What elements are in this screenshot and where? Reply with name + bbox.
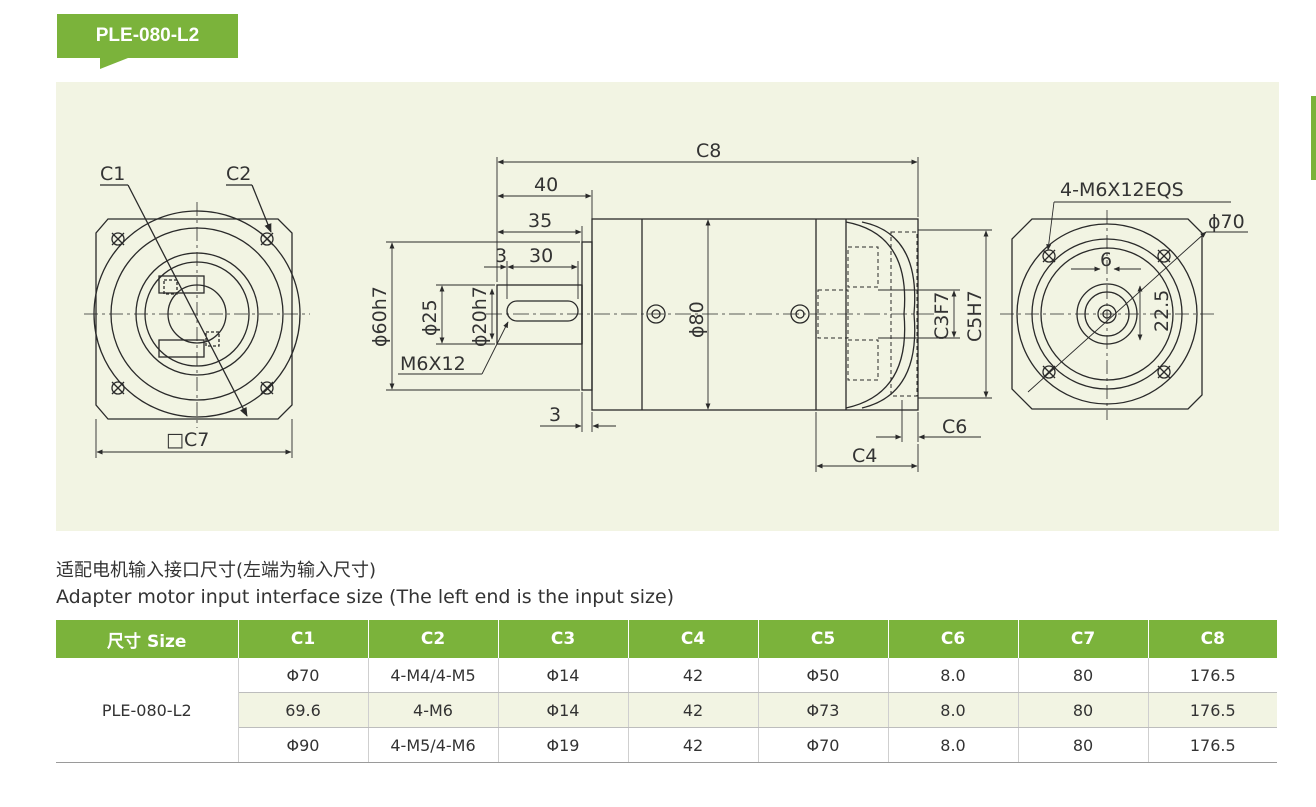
- left-end-view: [84, 184, 310, 458]
- cell-c2: 4-M6: [368, 692, 499, 728]
- label-6: 6: [1100, 249, 1112, 271]
- header-c7: C7: [1018, 620, 1149, 658]
- label-3-upper: 3: [495, 245, 507, 267]
- label-40: 40: [534, 174, 558, 196]
- cell-c1: Φ90: [238, 727, 369, 763]
- page-edge-marker: [1311, 96, 1316, 180]
- table-row: PLE-080-L2 Φ70 4-M4/4-M5 Φ14 42 Φ50 8.0 …: [56, 658, 1277, 763]
- label-30: 30: [529, 245, 553, 267]
- label-phi20h7: ϕ20h7: [469, 286, 491, 347]
- label-phi60h7: ϕ60h7: [369, 286, 391, 347]
- cell-c2: 4-M5/4-M6: [368, 727, 499, 763]
- table-header-row: 尺寸 Size C1 C2 C3 C4 C5 C6 C7 C8: [56, 620, 1277, 658]
- cell-c4: 42: [628, 658, 759, 693]
- label-c5h7: C5H7: [964, 290, 986, 342]
- label-4-m6x12eqs: 4-M6X12EQS: [1060, 179, 1184, 201]
- label-phi80: ϕ80: [686, 301, 708, 338]
- cell-c8: 176.5: [1148, 658, 1277, 693]
- model-cell: PLE-080-L2: [56, 658, 239, 763]
- cell-c3: Φ14: [498, 658, 629, 693]
- label-phi25: ϕ25: [419, 299, 441, 336]
- header-size: 尺寸 Size: [56, 620, 239, 658]
- header-c8: C8: [1148, 620, 1277, 658]
- header-c4: C4: [628, 620, 759, 658]
- label-c3f7: C3F7: [931, 292, 953, 340]
- cell-c4: 42: [628, 727, 759, 763]
- label-c2: C2: [226, 163, 251, 185]
- header-c5: C5: [758, 620, 889, 658]
- technical-drawing: C1 C2 □C7 C8 40 35 3 30 3 ϕ60h7 ϕ25 ϕ20h…: [84, 140, 1248, 472]
- model-title-text: PLE-080-L2: [95, 25, 200, 46]
- title-tag-pointer: [100, 58, 128, 69]
- cell-c1: Φ70: [238, 658, 369, 693]
- label-35: 35: [528, 210, 552, 232]
- label-22-5: 22.5: [1151, 290, 1173, 332]
- cell-c3: Φ14: [498, 692, 629, 728]
- drawing-labels: C1 C2 □C7 C8 40 35 3 30 3 ϕ60h7 ϕ25 ϕ20h…: [100, 140, 1245, 467]
- label-c7: □C7: [166, 429, 209, 451]
- label-c6: C6: [942, 416, 967, 438]
- cell-c3: Φ19: [498, 727, 629, 763]
- cell-c6: 8.0: [888, 658, 1019, 693]
- section-title-chinese: 适配电机输入接口尺寸(左端为输入尺寸): [56, 560, 377, 581]
- cell-c7: 80: [1018, 727, 1149, 763]
- label-phi70: ϕ70: [1208, 211, 1245, 233]
- table-row: 69.6 4-M6 Φ14 42 Φ73 8.0 80 176.5: [56, 692, 1277, 728]
- cell-c5: Φ70: [758, 727, 889, 763]
- section-title-english: Adapter motor input interface size (The …: [56, 586, 675, 608]
- label-3-lower: 3: [549, 404, 561, 426]
- cell-c4: 42: [628, 692, 759, 728]
- header-c3: C3: [498, 620, 629, 658]
- header-c1: C1: [238, 620, 369, 658]
- label-c8: C8: [696, 140, 721, 162]
- cell-c5: Φ73: [758, 692, 889, 728]
- cell-c8: 176.5: [1148, 692, 1277, 728]
- right-end-view: [1000, 201, 1248, 420]
- cell-c7: 80: [1018, 658, 1149, 693]
- cell-c7: 80: [1018, 692, 1149, 728]
- label-c1: C1: [100, 163, 125, 185]
- table-row: Φ90 4-M5/4-M6 Φ19 42 Φ70 8.0 80 176.5: [56, 727, 1277, 763]
- model-title-tag: PLE-080-L2: [57, 14, 238, 58]
- header-c6: C6: [888, 620, 1019, 658]
- cell-c8: 176.5: [1148, 727, 1277, 763]
- label-c4: C4: [852, 445, 877, 467]
- cell-c1: 69.6: [238, 692, 369, 728]
- dimension-spec-table: 尺寸 Size C1 C2 C3 C4 C5 C6 C7 C8 PLE-080-…: [56, 620, 1277, 763]
- technical-drawing-panel: C1 C2 □C7 C8 40 35 3 30 3 ϕ60h7 ϕ25 ϕ20h…: [56, 82, 1279, 531]
- side-view: [386, 157, 992, 472]
- cell-c5: Φ50: [758, 658, 889, 693]
- header-c2: C2: [368, 620, 499, 658]
- cell-c6: 8.0: [888, 692, 1019, 728]
- cell-c2: 4-M4/4-M5: [368, 658, 499, 693]
- cell-c6: 8.0: [888, 727, 1019, 763]
- label-m6x12: M6X12: [400, 353, 466, 375]
